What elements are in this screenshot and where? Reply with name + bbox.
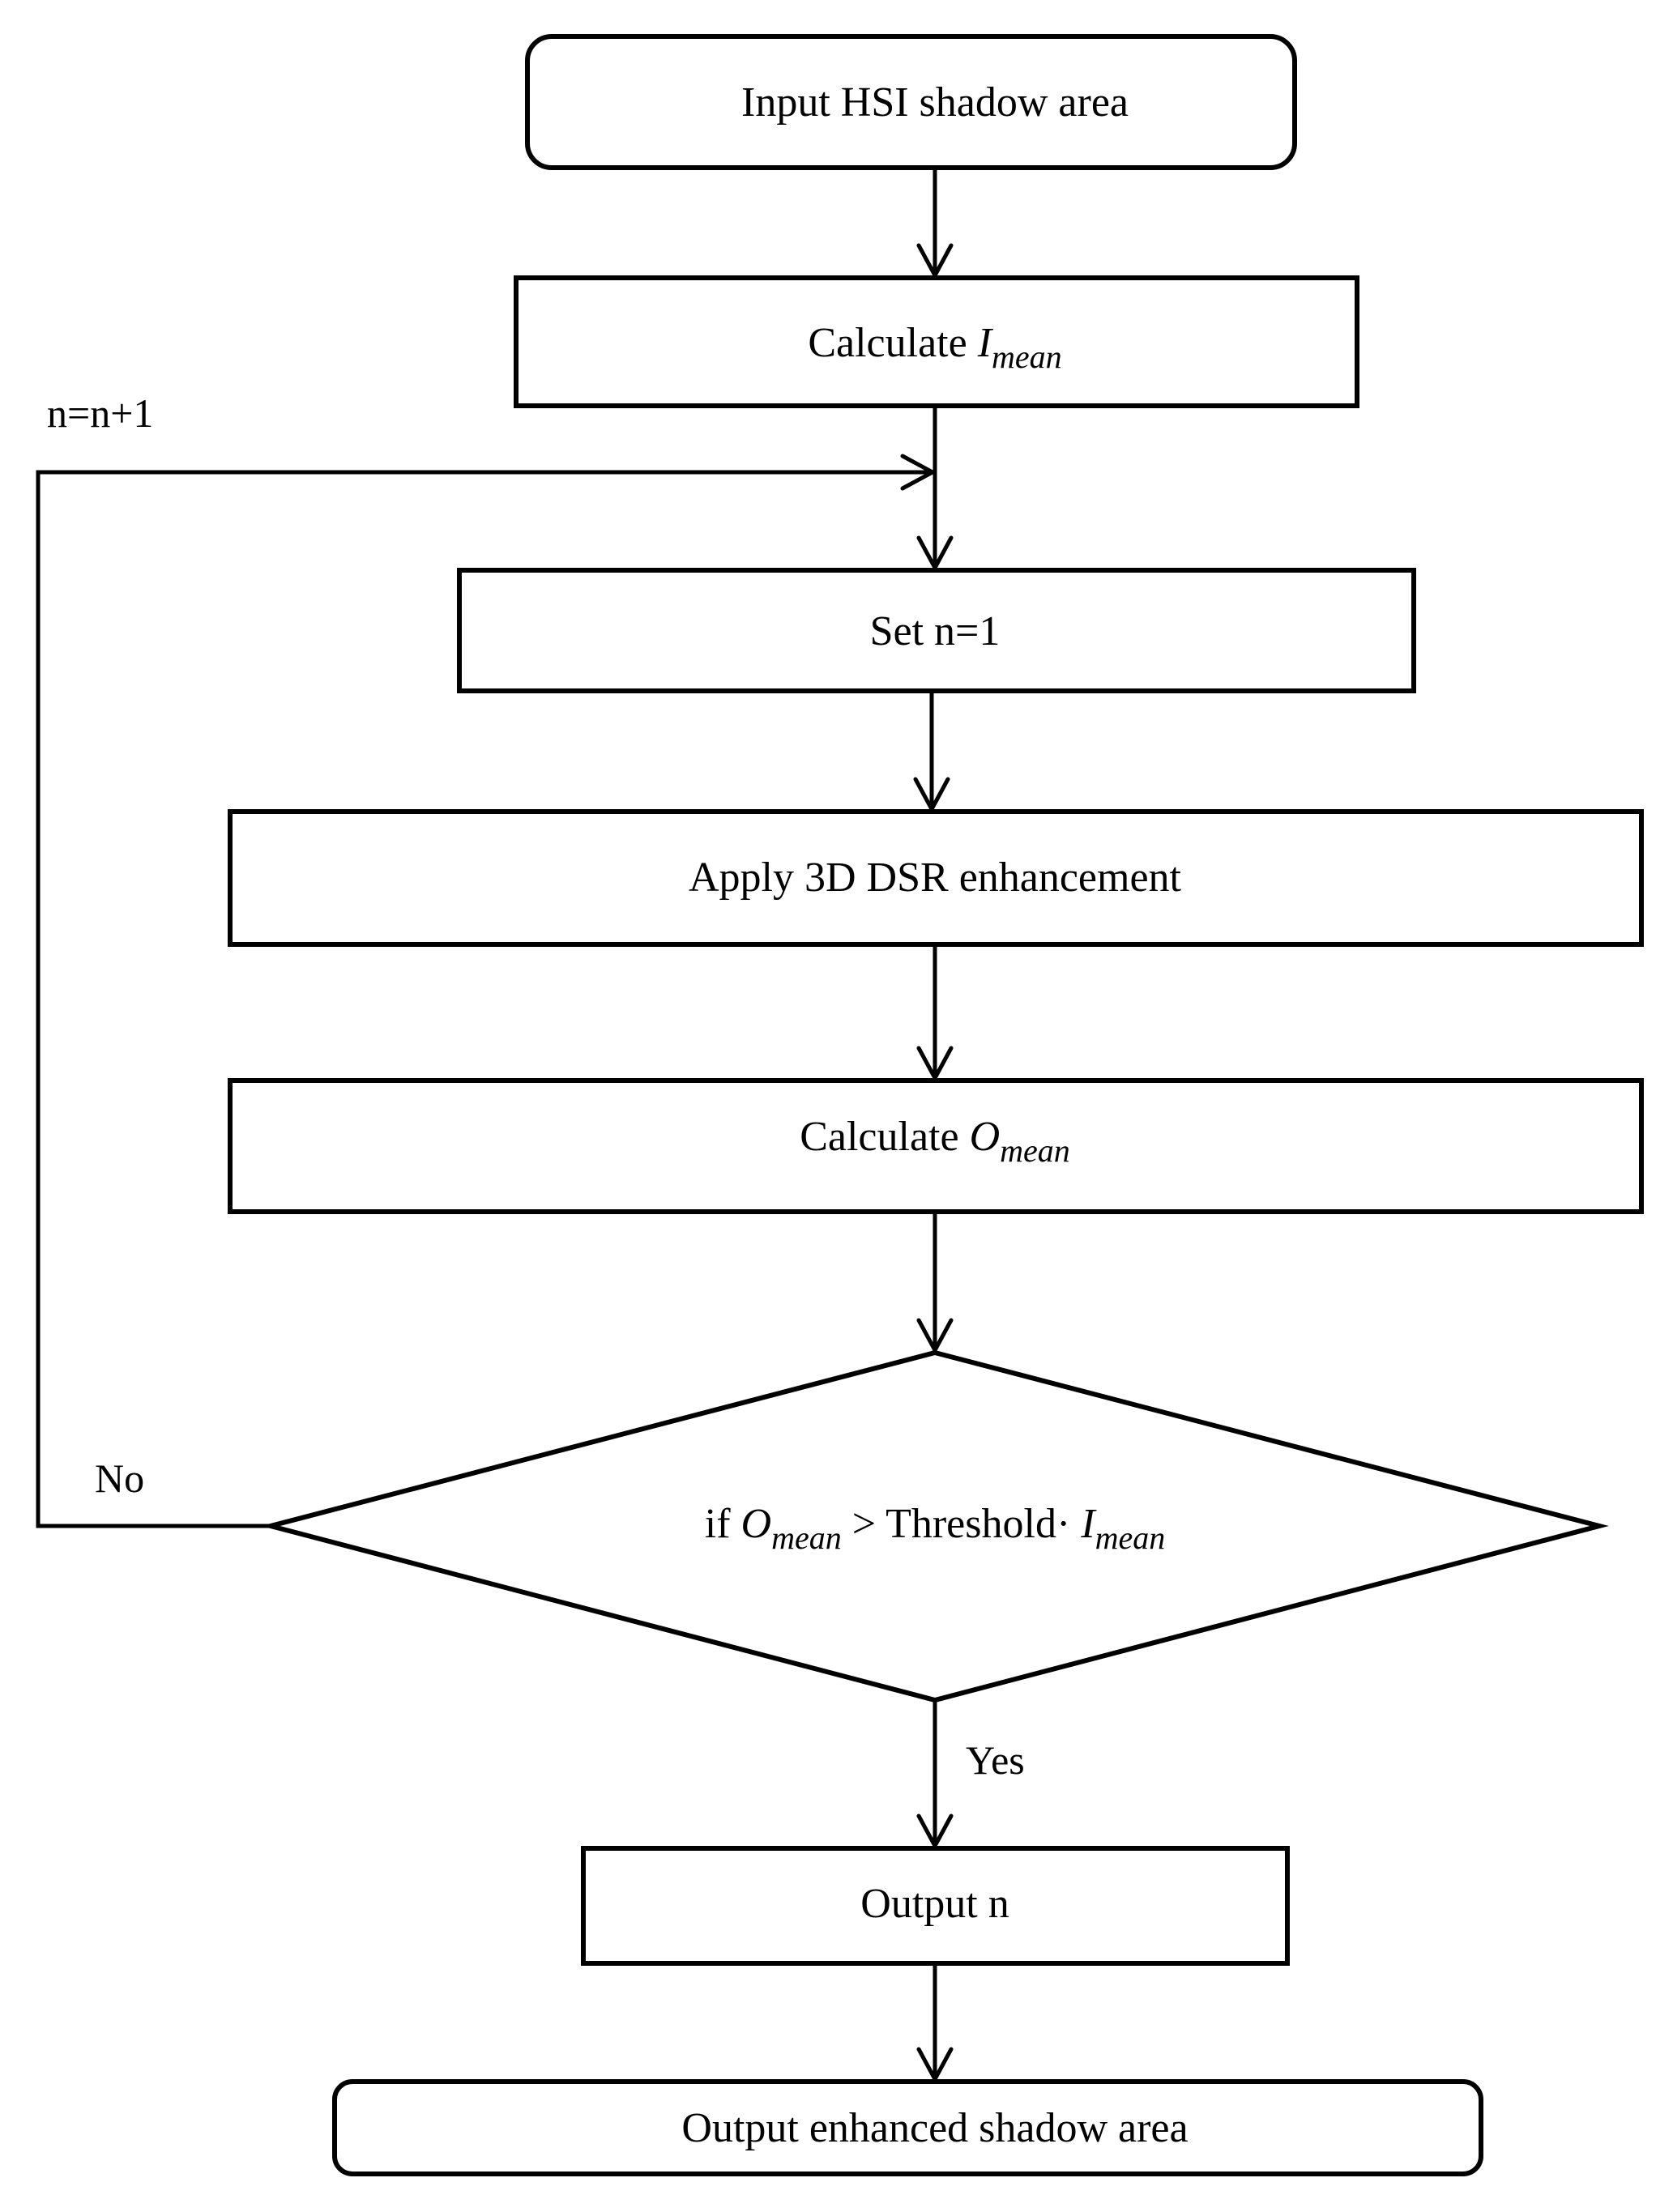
calculate-o-mean-label: Calculate Omean — [800, 1114, 1070, 1169]
calculate-o-mean-node: Calculate Omean — [228, 1078, 1644, 1214]
connector-decision-yes-to-output-n — [916, 1700, 954, 1848]
input-node-label: Input HSI shadow area — [741, 79, 1129, 126]
decision-node: if Omean > Threshold· Imean — [261, 1349, 1609, 1703]
output-n-label: Output n — [860, 1881, 1009, 1927]
connector-decision-no-loop — [36, 454, 935, 1528]
calculate-i-mean-node: Calculate Imean — [514, 275, 1359, 408]
connector-input-to-calc-i — [916, 168, 954, 278]
apply-enhancement-node: Apply 3D DSR enhancement — [228, 809, 1644, 947]
output-final-label: Output enhanced shadow area — [681, 2105, 1188, 2151]
connector-output-n-to-final — [916, 1963, 954, 2082]
input-node: Input HSI shadow area — [525, 34, 1297, 170]
connector-set-n-to-apply — [913, 691, 950, 812]
connector-calc-i-to-set-n — [916, 406, 954, 570]
yes-branch-label: Yes — [966, 1737, 1025, 1783]
loop-increment-label: n=n+1 — [47, 390, 153, 436]
apply-enhancement-label: Apply 3D DSR enhancement — [689, 855, 1182, 901]
output-n-node: Output n — [581, 1846, 1290, 1966]
decision-label: if Omean > Threshold· Imean — [705, 1501, 1165, 1556]
calculate-i-mean-label: Calculate Imean — [808, 320, 1061, 375]
connector-apply-to-calc-o — [916, 944, 954, 1080]
set-n-label: Set n=1 — [870, 608, 1001, 654]
connector-calc-o-to-decision — [916, 1212, 954, 1353]
output-final-node: Output enhanced shadow area — [332, 2079, 1483, 2176]
no-branch-label: No — [95, 1455, 144, 1501]
set-n-node: Set n=1 — [457, 568, 1416, 693]
